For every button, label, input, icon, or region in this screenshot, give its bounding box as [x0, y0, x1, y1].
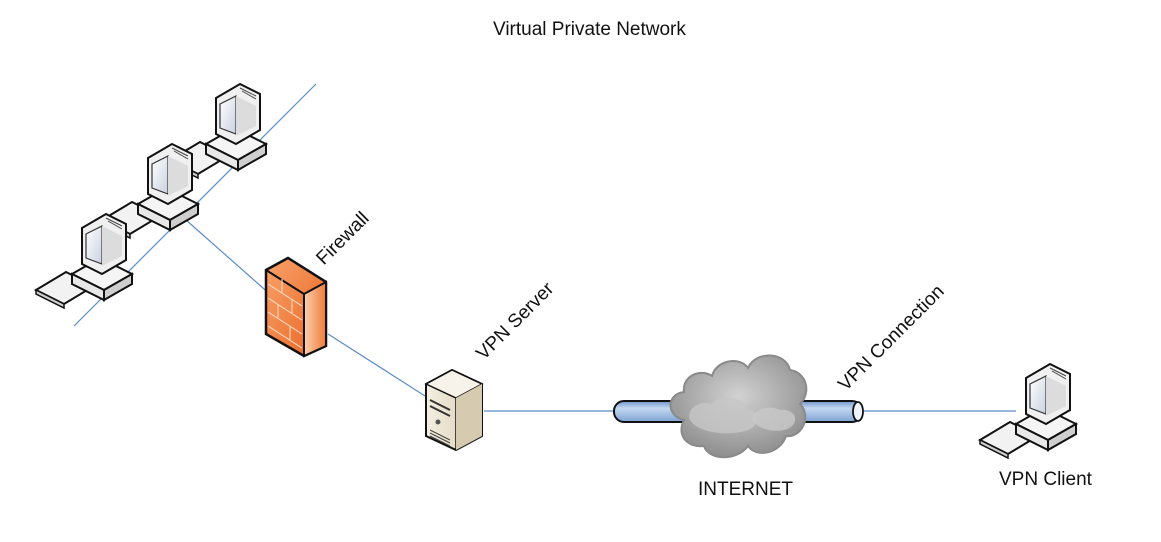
lan-pc-3-desktop-computer-icon[interactable] [35, 213, 133, 309]
internet-label: INTERNET [698, 479, 793, 500]
vpn-server-tower-icon[interactable] [424, 368, 484, 452]
firewall-server-link [327, 333, 426, 397]
vpn-client-label: VPN Client [999, 469, 1092, 490]
internet-cloud-icon[interactable] [669, 354, 808, 459]
diagram-title: Virtual Private Network [493, 19, 686, 40]
firewall-brick-wall-icon[interactable] [264, 256, 328, 358]
lan-firewall-link [185, 219, 273, 297]
